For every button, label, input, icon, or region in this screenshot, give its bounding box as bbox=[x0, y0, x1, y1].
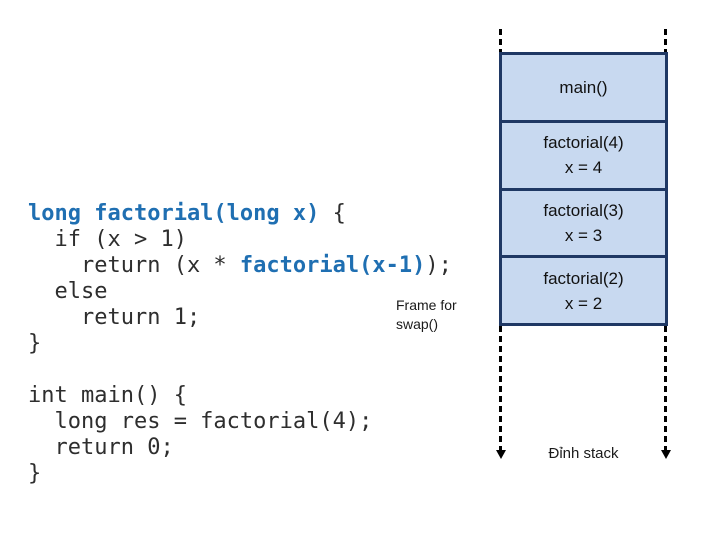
code-text: return 1; bbox=[28, 305, 201, 330]
stack-frame-title: factorial(2) bbox=[543, 268, 624, 288]
code-text: long res = factorial(4); bbox=[28, 409, 373, 434]
code-line: else bbox=[28, 279, 452, 305]
code-line: int main() { bbox=[28, 383, 372, 409]
call-stack-diagram: main() factorial(4) x = 4 factorial(3) x… bbox=[499, 52, 668, 326]
code-line: long factorial(long x) { bbox=[28, 201, 452, 227]
swap-frame-annotation-line1: Frame for bbox=[396, 297, 457, 313]
code-text: int main() { bbox=[28, 383, 187, 408]
swap-frame-annotation: Frame for swap() bbox=[396, 296, 457, 334]
code-text: return (x * bbox=[28, 253, 240, 278]
code-line: return 0; bbox=[28, 435, 372, 461]
stack-frame-detail: x = 3 bbox=[564, 225, 603, 245]
stack-top-arrow-right-icon bbox=[661, 450, 671, 459]
stack-top-arrow-left-icon bbox=[496, 450, 506, 459]
stack-boundary-dashed-line-bottom-left bbox=[499, 326, 502, 451]
code-keyword-signature: long factorial(long x) bbox=[28, 201, 320, 226]
stack-frame-main: main() bbox=[502, 55, 665, 120]
code-line: } bbox=[28, 331, 452, 357]
code-line: return (x * factorial(x-1)); bbox=[28, 253, 452, 279]
code-line: long res = factorial(4); bbox=[28, 409, 372, 435]
stack-top-label: Đỉnh stack bbox=[548, 445, 619, 462]
code-text: else bbox=[28, 279, 108, 304]
code-text: return 0; bbox=[28, 435, 174, 460]
code-text: } bbox=[28, 331, 42, 356]
code-text: { bbox=[319, 201, 346, 226]
code-text: } bbox=[28, 461, 42, 486]
code-line: return 1; bbox=[28, 305, 452, 331]
code-line: if (x > 1) bbox=[28, 227, 452, 253]
stack-boundary-dashed-line-top-right bbox=[664, 29, 667, 52]
code-block-factorial: long factorial(long x) { if (x > 1) retu… bbox=[28, 201, 452, 357]
stack-frame-factorial-2: factorial(2) x = 2 bbox=[502, 255, 665, 323]
code-block-main: int main() { long res = factorial(4); re… bbox=[28, 383, 372, 487]
stack-boundary-dashed-line-top-left bbox=[499, 29, 502, 52]
stack-frame-detail: x = 2 bbox=[564, 293, 603, 313]
stack-boundary-dashed-line-bottom-right bbox=[664, 326, 667, 451]
stack-frame-title: factorial(3) bbox=[543, 200, 624, 220]
code-line: } bbox=[28, 461, 372, 487]
swap-frame-annotation-line2: swap() bbox=[396, 316, 439, 332]
stack-frame-title: main() bbox=[559, 77, 608, 97]
stack-frame-title: factorial(4) bbox=[543, 133, 624, 153]
stack-frame-detail: x = 4 bbox=[564, 158, 603, 178]
stack-frame-factorial-4: factorial(4) x = 4 bbox=[502, 119, 665, 188]
code-text: if (x > 1) bbox=[28, 227, 187, 252]
code-keyword-recursive-call: factorial(x-1) bbox=[239, 253, 426, 278]
stack-frame-factorial-3: factorial(3) x = 3 bbox=[502, 187, 665, 256]
code-text: ); bbox=[425, 253, 452, 278]
